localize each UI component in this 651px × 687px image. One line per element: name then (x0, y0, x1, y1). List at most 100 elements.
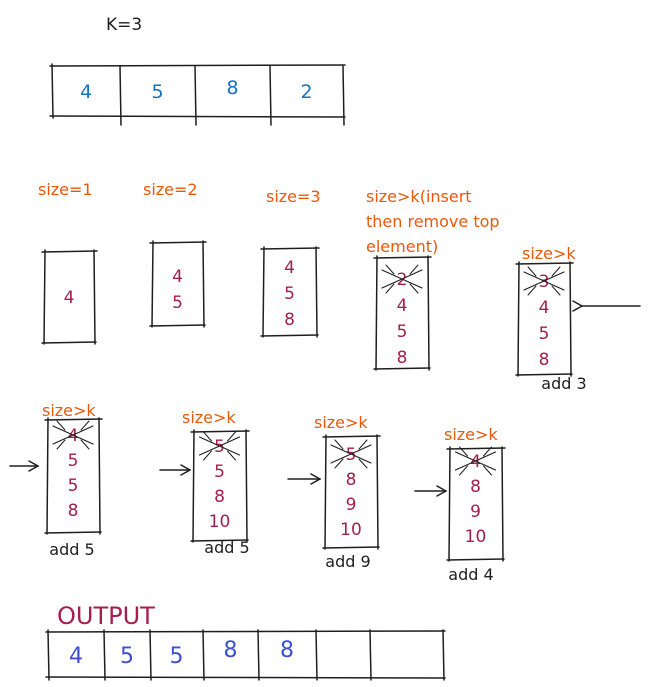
row2-step-4-value-1: 8 (470, 477, 481, 497)
output-array-divider-4 (257, 629, 260, 681)
row2-step-1-arrow-head-a (28, 460, 39, 467)
row1-step-1-box-right (93, 249, 96, 345)
row2-step-1-cross-dash-b (80, 420, 90, 431)
row1-step-4-label-2: element) (366, 237, 438, 256)
output-cell-2: 5 (170, 644, 184, 669)
output-array-bottom (45, 676, 446, 679)
row1-step-5-cross-dash-a (527, 266, 537, 277)
output-array-divider-6 (369, 629, 372, 681)
row1-step-2-value-0: 4 (172, 267, 183, 287)
row2-step-2-value-2: 8 (214, 487, 225, 507)
row2-step-4-label-0: size>k (444, 425, 498, 444)
row2-step-4-box-left (448, 446, 451, 562)
row2-step-1-box-left (46, 417, 49, 535)
row1-step-5-value-1: 4 (539, 298, 550, 318)
row2-step-3-value-1: 8 (346, 470, 357, 490)
row1-step-1-box-top (41, 250, 98, 253)
output-array-top (45, 630, 446, 633)
row1-step-5-box-right (569, 261, 572, 377)
row1-step-2-label-0: size=2 (143, 180, 198, 199)
row1-step-4-cross-dash-a (385, 264, 395, 275)
row2-step-4-box-right (501, 446, 504, 562)
row2-step-2-cross-dash-b (227, 431, 236, 442)
row1-step-3-box-left (262, 246, 265, 338)
row1-step-5-cross-dash-c (527, 285, 537, 296)
output-array-divider-0 (47, 629, 50, 681)
row2-step-3-label-0: size>k (314, 413, 368, 432)
row1-step-5-box-left (517, 261, 520, 377)
output-cell-3: 8 (224, 638, 238, 663)
row2-step-2-cross-dash-d (227, 450, 236, 461)
input-cell-2: 8 (226, 77, 238, 99)
row2-step-4-caption: add 4 (448, 565, 493, 584)
row2-step-2-cross-dash-c (203, 450, 212, 461)
row1-step-5-box-bottom (515, 373, 573, 376)
row2-step-3-box-bottom (322, 546, 380, 549)
row1-step-5-cross-dash-b (551, 266, 561, 277)
input-cell-0: 4 (80, 81, 92, 103)
row2-step-1-cross-dash-d (80, 439, 90, 450)
row1-step-4-value-1: 4 (397, 296, 408, 316)
row2-step-3-box-right (376, 434, 379, 550)
row2-step-3-cross-stroke-b (330, 444, 372, 464)
row1-step-5-arrow-head-b (572, 305, 583, 312)
row1-step-1-box-bottom (41, 341, 97, 344)
row1-step-5-caption: add 3 (541, 374, 586, 393)
output-array-divider-3 (202, 629, 205, 681)
row1-step-5-label-0: size>k (522, 244, 576, 263)
row1-step-4-label-0: size>k(insert (366, 187, 472, 206)
row2-step-2-caption: add 5 (204, 538, 249, 557)
row2-step-1-arrow-head-b (28, 465, 39, 472)
row1-step-4-value-2: 5 (397, 322, 408, 342)
output-array-divider-2 (149, 629, 152, 681)
row2-step-4-cross-stroke-b (454, 451, 497, 471)
row1-step-2-box-bottom (149, 324, 206, 327)
row1-step-1-label-0: size=1 (38, 180, 93, 199)
row1-step-5-cross-dash-d (551, 285, 561, 296)
output-cell-4: 8 (280, 638, 294, 663)
row2-step-2-label-0: size>k (182, 408, 236, 427)
row1-step-2-box-right (202, 240, 205, 328)
row2-step-3-arrow-head-a (310, 473, 321, 480)
row2-step-2-box-bottom (190, 539, 249, 542)
row2-step-2-box-right (245, 429, 248, 543)
row1-step-4-value-0: 2 (397, 270, 408, 290)
row2-step-2-box-left (192, 429, 195, 543)
row2-step-3-value-2: 9 (346, 495, 357, 515)
row2-step-3-arrow-head-b (310, 478, 321, 485)
row2-step-4-value-2: 9 (470, 502, 481, 522)
input-array-divider-1 (119, 65, 122, 126)
row2-step-3-cross-dash-a (334, 439, 344, 450)
row2-step-1-value-1: 5 (68, 451, 79, 471)
input-array-divider-2 (194, 65, 197, 126)
row2-step-4-value-3: 10 (465, 527, 487, 547)
row1-step-5-arrow-head-a (572, 300, 583, 307)
row2-step-3-cross-dash-c (334, 458, 344, 469)
row2-step-1-cross-dash-c (56, 439, 66, 450)
row1-step-4-box-top (373, 256, 432, 259)
row2-step-4-arrow-head-b (436, 490, 447, 497)
row2-step-1-box-bottom (44, 531, 102, 534)
row1-step-5-cross-stroke-b (523, 271, 565, 291)
row2-step-2-value-1: 5 (214, 462, 225, 482)
row2-step-1-caption: add 5 (49, 540, 94, 559)
row2-step-4-value-0: 4 (470, 452, 481, 472)
row2-step-1-cross-dash-a (56, 420, 66, 431)
row1-step-2-box-top (149, 241, 207, 244)
row2-step-3-value-0: 5 (346, 445, 357, 465)
row2-step-1-label-0: size>k (42, 401, 96, 420)
input-array-bottom (49, 115, 346, 118)
row1-step-4-label-1: then remove top (366, 212, 500, 231)
row1-step-5-value-0: 3 (539, 272, 550, 292)
output-label: OUTPUT (57, 602, 155, 630)
output-array-divider-5 (315, 629, 318, 681)
input-array-divider-4 (342, 65, 345, 126)
row2-step-2-value-3: 10 (209, 512, 231, 532)
row2-step-2-cross-dash-a (203, 431, 212, 442)
row1-step-3-value-0: 4 (284, 258, 295, 278)
row2-step-3-value-3: 10 (340, 520, 362, 540)
row2-step-1-cross-stroke-b (52, 425, 94, 445)
row1-step-2-box-left (151, 240, 154, 328)
